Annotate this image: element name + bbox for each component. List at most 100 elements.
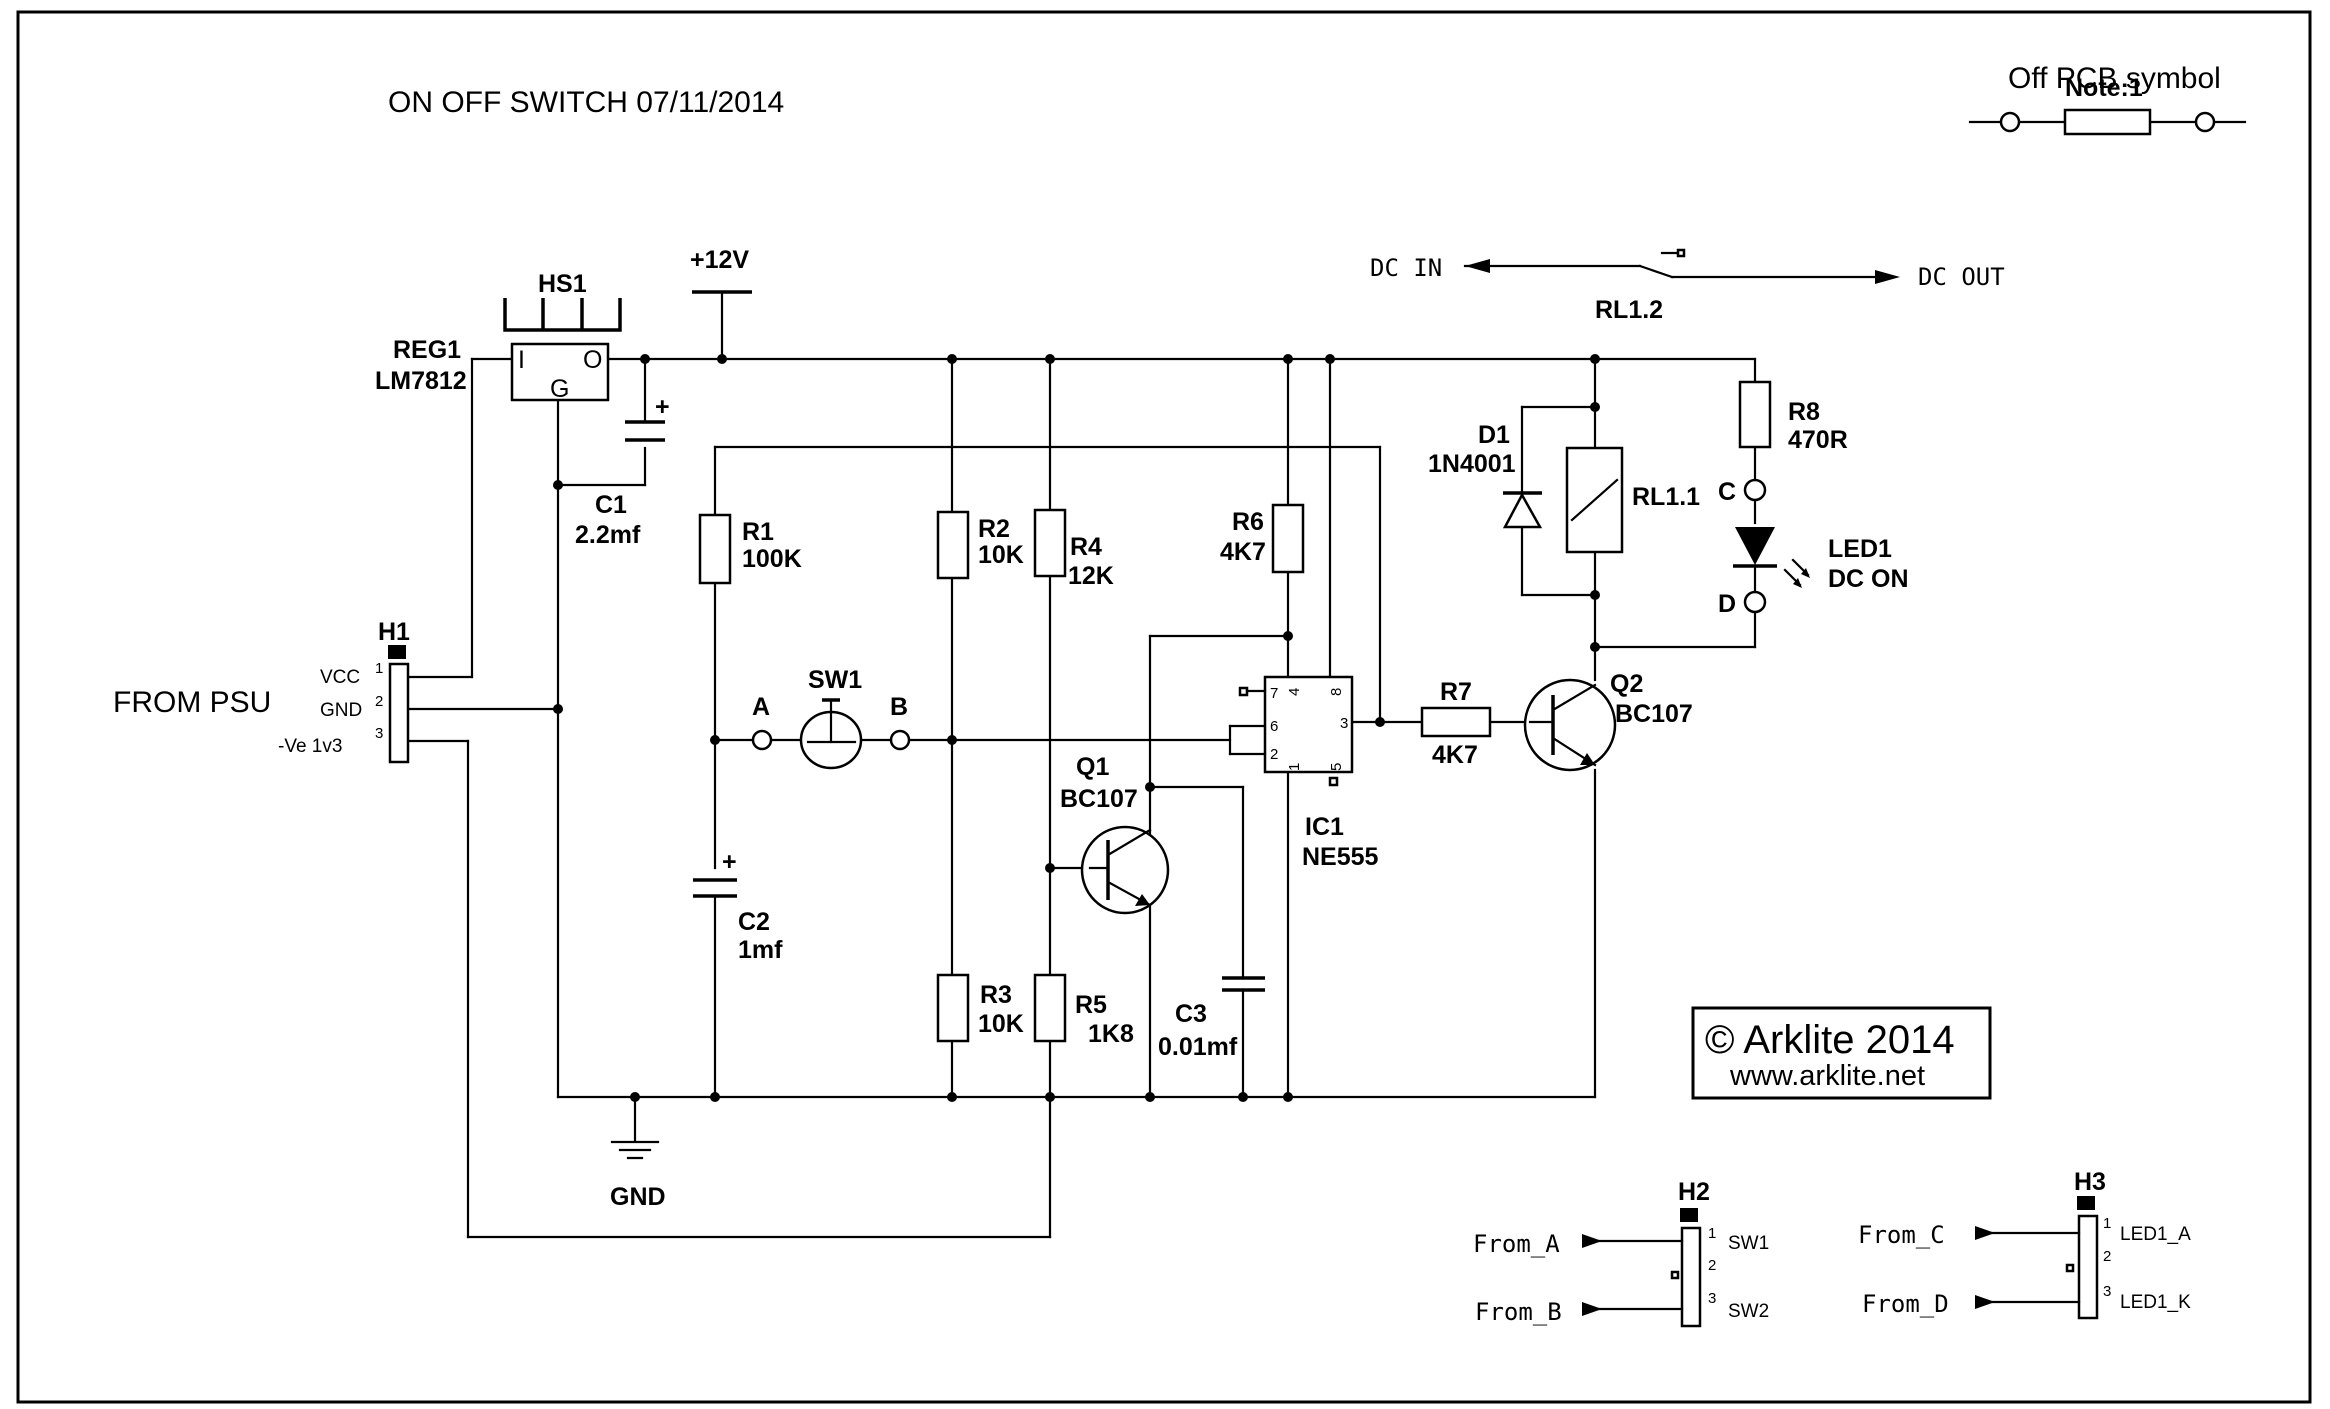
from-psu-label: FROM PSU	[113, 686, 271, 719]
svg-text:DC ON: DC ON	[1828, 565, 1909, 593]
svg-text:7: 7	[1270, 685, 1278, 702]
copyright-line2: www.arklite.net	[1729, 1060, 1925, 1092]
svg-text:12K: 12K	[1068, 562, 1114, 590]
svg-text:2: 2	[375, 693, 383, 710]
ground-symbol: GND	[610, 1140, 666, 1211]
ic-ne555-ic1: 7 8 4 6 2 3 1 5 IC1 NE555	[1238, 675, 1379, 871]
resistor-r8: R8 470R	[1738, 380, 1848, 454]
h2-sw2-label: SW2	[1728, 1301, 1769, 1322]
resistor-r5: R5 1K8	[1033, 973, 1134, 1048]
diagram-title: ON OFF SWITCH 07/11/2014	[388, 86, 784, 119]
svg-text:LED1: LED1	[1828, 535, 1892, 563]
resistor-r2: R2 10K	[936, 510, 1024, 580]
capacitor-c1: + C1 2.2mf	[575, 393, 670, 549]
h1-vcc-label: VCC	[320, 667, 360, 688]
svg-text:0.01mf: 0.01mf	[1158, 1033, 1238, 1061]
svg-text:3: 3	[1340, 715, 1348, 732]
from-d-label: From_D	[1862, 1290, 1949, 1318]
node-b-label: B	[890, 693, 908, 721]
svg-text:BC107: BC107	[1060, 785, 1138, 813]
diode-d1: D1 1N4001	[1428, 421, 1543, 529]
from-b-label: From_B	[1475, 1298, 1562, 1326]
svg-text:5: 5	[1328, 763, 1345, 771]
svg-text:D1: D1	[1478, 421, 1510, 449]
node-a-label: A	[752, 693, 770, 721]
svg-text:R3: R3	[980, 981, 1012, 1009]
note-off-pcb-symbol: Note:1 Off PCB symbol	[1968, 62, 2247, 136]
wires	[408, 251, 1887, 1239]
svg-text:Q2: Q2	[1610, 670, 1643, 698]
svg-text:IC1: IC1	[1305, 813, 1344, 841]
copyright-box: © Arklite 2014 www.arklite.net	[1691, 1006, 1992, 1100]
h3-led1a-label: LED1_A	[2120, 1224, 2191, 1245]
svg-text:R2: R2	[978, 515, 1010, 543]
h3-led1k-label: LED1_K	[2120, 1292, 2191, 1313]
svg-text:NE555: NE555	[1302, 843, 1379, 871]
svg-text:1: 1	[375, 660, 383, 677]
svg-text:H2: H2	[1678, 1178, 1710, 1206]
from-a-label: From_A	[1473, 1230, 1560, 1258]
svg-text:1: 1	[2103, 1215, 2111, 1232]
svg-text:R8: R8	[1788, 398, 1820, 426]
svg-text:4K7: 4K7	[1432, 741, 1478, 769]
resistor-r7: R7 4K7	[1420, 678, 1492, 769]
resistor-r6: R6 4K7	[1220, 503, 1305, 574]
plus-12v-supply: +12V	[690, 246, 752, 294]
svg-text:+: +	[655, 393, 670, 421]
svg-text:RL1.1: RL1.1	[1632, 483, 1700, 511]
resistor-r3: R3 10K	[936, 973, 1024, 1043]
svg-text:4K7: 4K7	[1220, 538, 1266, 566]
svg-text:1N4001: 1N4001	[1428, 450, 1516, 478]
svg-text:4: 4	[1286, 688, 1303, 696]
dc-out-label: DC OUT	[1918, 263, 2005, 291]
capacitor-c3: C3 0.01mf	[1158, 976, 1265, 1061]
svg-text:2: 2	[2103, 1248, 2111, 1265]
svg-text:R1: R1	[742, 518, 774, 546]
header-h3: H3 From_C From_D 1 2 3 LED1_A LED1_K	[1858, 1168, 2191, 1320]
c1-ref: C1	[595, 491, 627, 519]
svg-text:BC107: BC107	[1615, 700, 1693, 728]
led-led1: C D LED1 DC ON	[1718, 478, 1909, 618]
h1-neg-label: -Ve 1v3	[278, 736, 342, 757]
svg-text:1: 1	[1708, 1225, 1716, 1242]
reg1-ref: REG1	[393, 336, 461, 364]
relay-coil-rl11: RL1.1	[1565, 446, 1700, 554]
dc-in-label: DC IN	[1370, 254, 1442, 282]
svg-text:SW1: SW1	[808, 666, 862, 694]
frame-border	[16, 10, 2312, 1404]
svg-text:R7: R7	[1440, 678, 1472, 706]
svg-text:100K: 100K	[742, 545, 802, 573]
from-c-label: From_C	[1858, 1221, 1945, 1249]
note-text-label: Off PCB symbol	[2008, 62, 2221, 95]
svg-text:R5: R5	[1075, 991, 1107, 1019]
reg1-pin-i: I	[518, 346, 525, 374]
svg-text:1mf: 1mf	[738, 936, 783, 964]
hs1-label: HS1	[538, 270, 587, 298]
gnd-label: GND	[610, 1183, 666, 1211]
note-heading: Note:1	[2065, 74, 2143, 102]
svg-text:1: 1	[1286, 763, 1303, 771]
c1-value: 2.2mf	[575, 521, 641, 549]
supply-rail-label: +12V	[690, 246, 749, 274]
svg-text:3: 3	[1708, 1290, 1716, 1307]
svg-text:R6: R6	[1232, 508, 1264, 536]
reg1-value: LM7812	[375, 367, 467, 395]
junctions	[553, 354, 1600, 1102]
svg-text:10K: 10K	[978, 1010, 1024, 1038]
reg1-pin-g: G	[550, 375, 569, 403]
resistor-r4: R4 12K	[1033, 508, 1114, 590]
transistor-q1: Q1 BC107	[1060, 753, 1170, 915]
svg-text:6: 6	[1270, 718, 1278, 735]
svg-text:2: 2	[1270, 746, 1278, 763]
svg-text:C2: C2	[738, 908, 770, 936]
svg-text:Q1: Q1	[1076, 753, 1109, 781]
svg-text:R4: R4	[1070, 533, 1102, 561]
svg-text:H3: H3	[2074, 1168, 2106, 1196]
svg-text:3: 3	[375, 725, 383, 742]
svg-text:3: 3	[2103, 1283, 2111, 1300]
node-d-label: D	[1718, 590, 1736, 618]
switch-sw1: SW1 A B	[751, 666, 911, 770]
rl12-label: RL1.2	[1595, 296, 1663, 324]
svg-text:2: 2	[1708, 1257, 1716, 1274]
